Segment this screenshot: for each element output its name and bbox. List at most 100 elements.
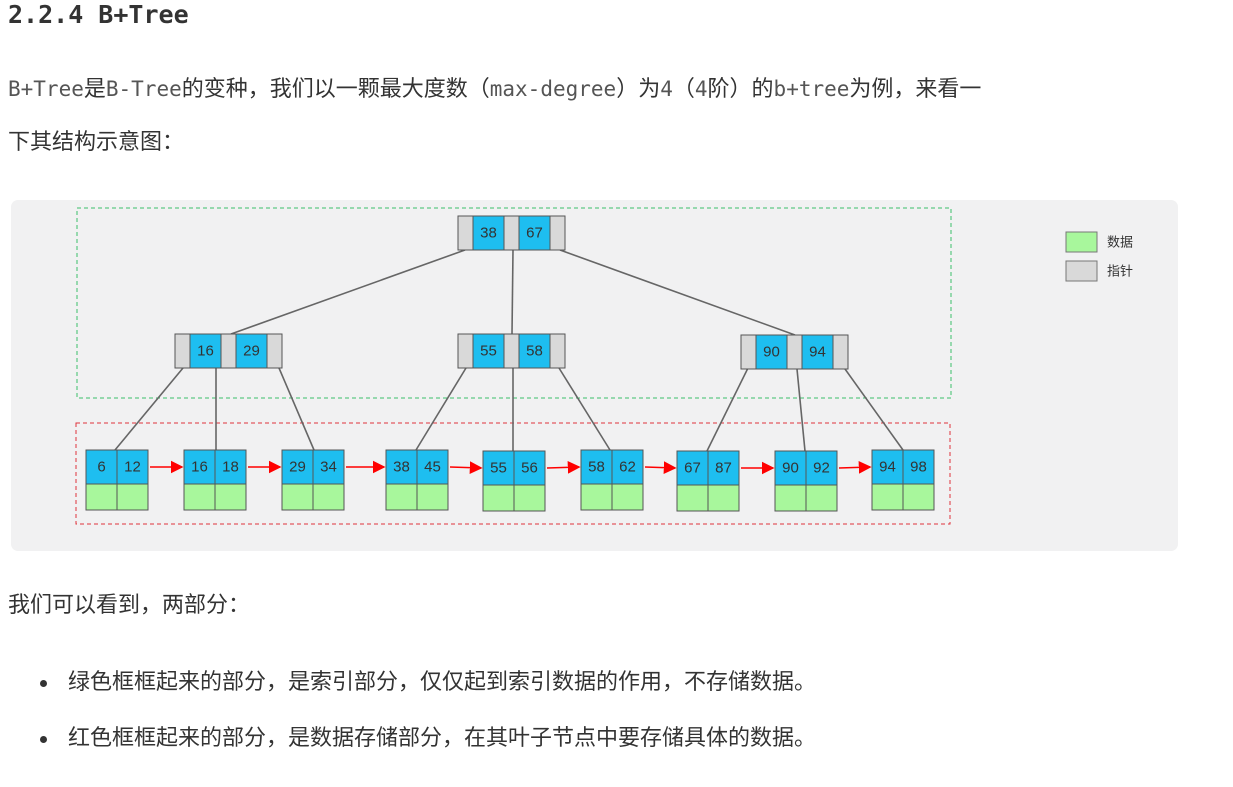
intro-text: 为例，来看一 (849, 77, 982, 102)
leaf-data-cell (580, 483, 613, 511)
internal-node-key-cell (472, 333, 505, 369)
leaf-key-cell (611, 449, 644, 485)
tree-edge (558, 367, 611, 451)
internal-node-pointer-cell (740, 334, 757, 370)
intro-text: 是 (83, 77, 106, 102)
root-node-key-label: 67 (526, 225, 543, 242)
leaf-key-cell (513, 450, 546, 486)
leaf-key-label: 12 (124, 459, 141, 476)
leaf-data-cell (611, 483, 644, 511)
root-node-pointer-cell (549, 215, 566, 251)
leaf-key-cell (902, 449, 935, 485)
tree-edge (511, 249, 514, 335)
leaf-data-cell (805, 484, 838, 512)
internal-node-pointer-cell (174, 333, 191, 369)
internal-node-pointer-cell (457, 333, 474, 369)
leaf-key-label: 92 (813, 460, 830, 477)
internal-node-key-label: 29 (243, 343, 260, 360)
leaf-key-cell (385, 449, 418, 485)
leaf-key-cell (707, 450, 740, 486)
root-node-key-cell (472, 215, 505, 251)
leaf-key-label: 67 (684, 460, 701, 477)
leaf-data-cell (116, 483, 149, 511)
internal-node-pointer-cell (786, 334, 803, 370)
section-heading: 2.2.4 B+Tree (8, 0, 189, 29)
tree-edge (796, 368, 806, 452)
leaf-data-cell (513, 484, 546, 512)
leaf-data-cell (482, 484, 515, 512)
intro-text: 的变种，我们以一颗最大度数（ (181, 77, 490, 102)
tree-edge (415, 367, 467, 451)
leaf-data-cell (707, 484, 740, 512)
leaf-link-arrow (838, 460, 872, 474)
leaf-data-cell (214, 483, 247, 511)
internal-node-pointer-cell (266, 333, 283, 369)
internal-node-pointer-cell (549, 333, 566, 369)
leaf-key-label: 18 (222, 459, 239, 476)
bullet-item: 绿色框框起来的部分，是索引部分，仅仅起到索引数据的作用，不存储数据。 (38, 668, 816, 724)
leaf-data-cell (871, 483, 904, 511)
internal-node-key-label: 94 (809, 344, 826, 361)
inline-code: 4 (694, 77, 708, 101)
root-node-key-cell (518, 215, 551, 251)
internal-node-pointer-cell (503, 333, 520, 369)
leaf-key-label: 16 (191, 459, 208, 476)
index-region-box (76, 207, 952, 399)
leaf-key-cell (116, 449, 149, 485)
leaf-key-label: 56 (521, 460, 538, 477)
root-node-key-label: 38 (480, 225, 497, 242)
leaf-data-cell (281, 483, 314, 511)
intro-text: 阶）的 (707, 77, 774, 102)
legend-data-swatch (1065, 231, 1098, 253)
tree-edge (706, 367, 749, 452)
internal-node-key-label: 90 (763, 344, 780, 361)
inline-code: B+Tree (8, 77, 84, 101)
leaf-data-cell (183, 483, 216, 511)
leaf-link-arrow (546, 460, 581, 474)
internal-node-key-cell (235, 333, 268, 369)
leaf-key-label: 62 (619, 459, 636, 476)
bullet-dot-icon (40, 736, 47, 743)
leaf-data-cell (85, 483, 118, 511)
leaf-data-cell (676, 484, 709, 512)
leaf-key-cell (416, 449, 449, 485)
leaf-key-label: 90 (782, 460, 799, 477)
intro-paragraph-line2: 下其结构示意图： (8, 130, 185, 155)
bullet-text: 红色框框起来的部分，是数据存储部分，在其叶子节点中要存储具体的数据。 (68, 726, 817, 751)
internal-node-key-cell (801, 334, 834, 370)
internal-node-key-cell (755, 334, 788, 370)
internal-node-key-label: 16 (197, 343, 214, 360)
leaf-key-label: 45 (424, 459, 441, 476)
internal-node-pointer-cell (832, 334, 849, 370)
bullet-list: 绿色框框起来的部分，是索引部分，仅仅起到索引数据的作用，不存储数据。 红色框框起… (38, 668, 816, 780)
leaf-key-label: 6 (97, 459, 105, 476)
leaf-data-cell (385, 483, 418, 511)
tree-edge (230, 249, 466, 335)
leaf-data-cell (416, 483, 449, 511)
leaf-key-label: 94 (879, 459, 896, 476)
internal-node-key-label: 55 (480, 343, 497, 360)
leaf-data-cell (312, 483, 345, 511)
leaf-key-cell (281, 449, 314, 485)
inline-code: B-Tree (105, 77, 182, 101)
summary-text: 我们可以看到，两部分： (8, 593, 251, 618)
leaf-key-cell (183, 449, 216, 485)
leaf-key-label: 87 (715, 460, 732, 477)
internal-node-key-cell (518, 333, 551, 369)
internal-node-key-label: 58 (526, 343, 543, 360)
tree-edge (114, 367, 184, 451)
intro-text: （ (672, 77, 695, 102)
leaf-key-label: 98 (910, 459, 927, 476)
leaf-link-arrow (449, 461, 483, 475)
leaf-key-label: 58 (588, 459, 605, 476)
leaf-key-label: 29 (289, 459, 306, 476)
internal-node-pointer-cell (220, 333, 237, 369)
legend-pointer-swatch (1065, 260, 1098, 282)
leaf-data-cell (774, 484, 807, 512)
bullet-text: 绿色框框起来的部分，是索引部分，仅仅起到索引数据的作用，不存储数据。 (68, 670, 817, 695)
intro-text: ）为 (616, 77, 661, 102)
inline-code: b+tree (773, 77, 850, 101)
leaf-data-cell (902, 483, 935, 511)
